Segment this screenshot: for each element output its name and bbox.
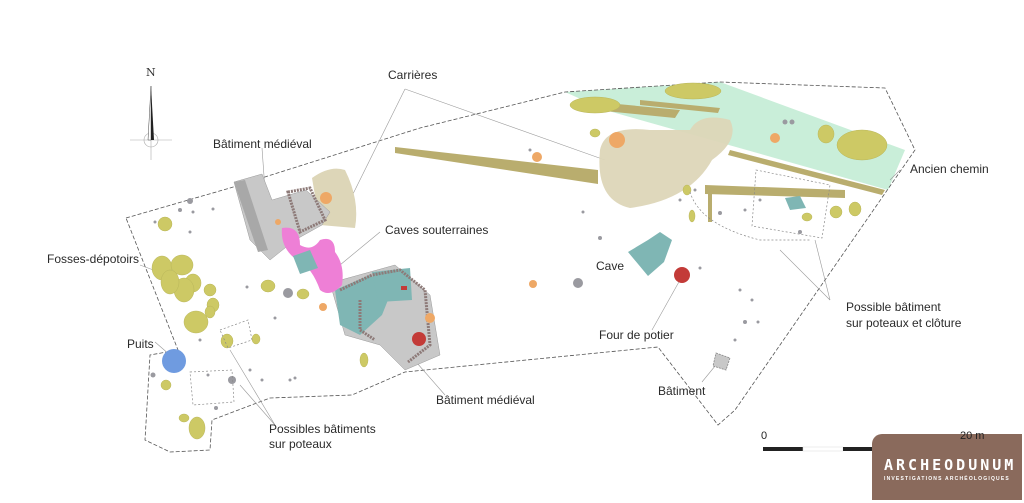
label-post-buildings-line2: sur poteaux — [269, 437, 332, 451]
pottery-kiln — [674, 267, 690, 283]
label-refuse-pits: Fosses-dépotoirs — [47, 252, 140, 266]
excavation-boundary — [125, 81, 916, 453]
scale-end-label: 20 m — [960, 430, 985, 442]
quarry-fill — [599, 117, 733, 208]
label-building: Bâtiment — [658, 384, 706, 398]
scale-bar — [763, 446, 883, 452]
label-underground-cellars: Caves souterraines — [385, 223, 489, 237]
cave-east — [628, 232, 672, 276]
label-carrieres: Carrières — [388, 68, 438, 82]
logo-brand: ARCHEODUNUM — [884, 456, 1017, 474]
post-building-outlines — [189, 169, 831, 406]
label-post-buildings-line1: Possibles bâtiments — [269, 422, 376, 436]
well — [162, 349, 186, 373]
north-arrow-icon — [130, 85, 172, 160]
label-medieval-building-north: Bâtiment médiéval — [213, 137, 312, 151]
cave-east-small — [785, 196, 806, 210]
label-cave: Cave — [596, 259, 625, 273]
archeodunum-logo: ARCHEODUNUM INVESTIGATIONS ARCHÉOLOGIQUE… — [872, 434, 1022, 500]
logo-tagline: INVESTIGATIONS ARCHÉOLOGIQUES — [884, 476, 1010, 482]
cellar-teal — [293, 250, 318, 274]
refuse-pits — [151, 82, 888, 440]
scale-start-label: 0 — [761, 430, 768, 442]
label-post-building-fence-line2: sur poteaux et clôture — [846, 316, 962, 330]
north-label: N — [146, 66, 156, 79]
label-post-building-fence-line1: Possible bâtiment — [846, 300, 941, 314]
medieval-building-south — [329, 264, 441, 371]
label-ancient-path: Ancien chemin — [910, 162, 989, 176]
orange-pits — [275, 132, 780, 323]
small-building — [712, 352, 731, 371]
label-medieval-building-south: Bâtiment médiéval — [436, 393, 535, 407]
label-pottery-kiln: Four de potier — [599, 328, 674, 342]
leader-lines — [139, 88, 901, 426]
label-well: Puits — [127, 337, 154, 351]
post-holes — [150, 119, 802, 410]
medieval-building-north — [233, 173, 331, 261]
